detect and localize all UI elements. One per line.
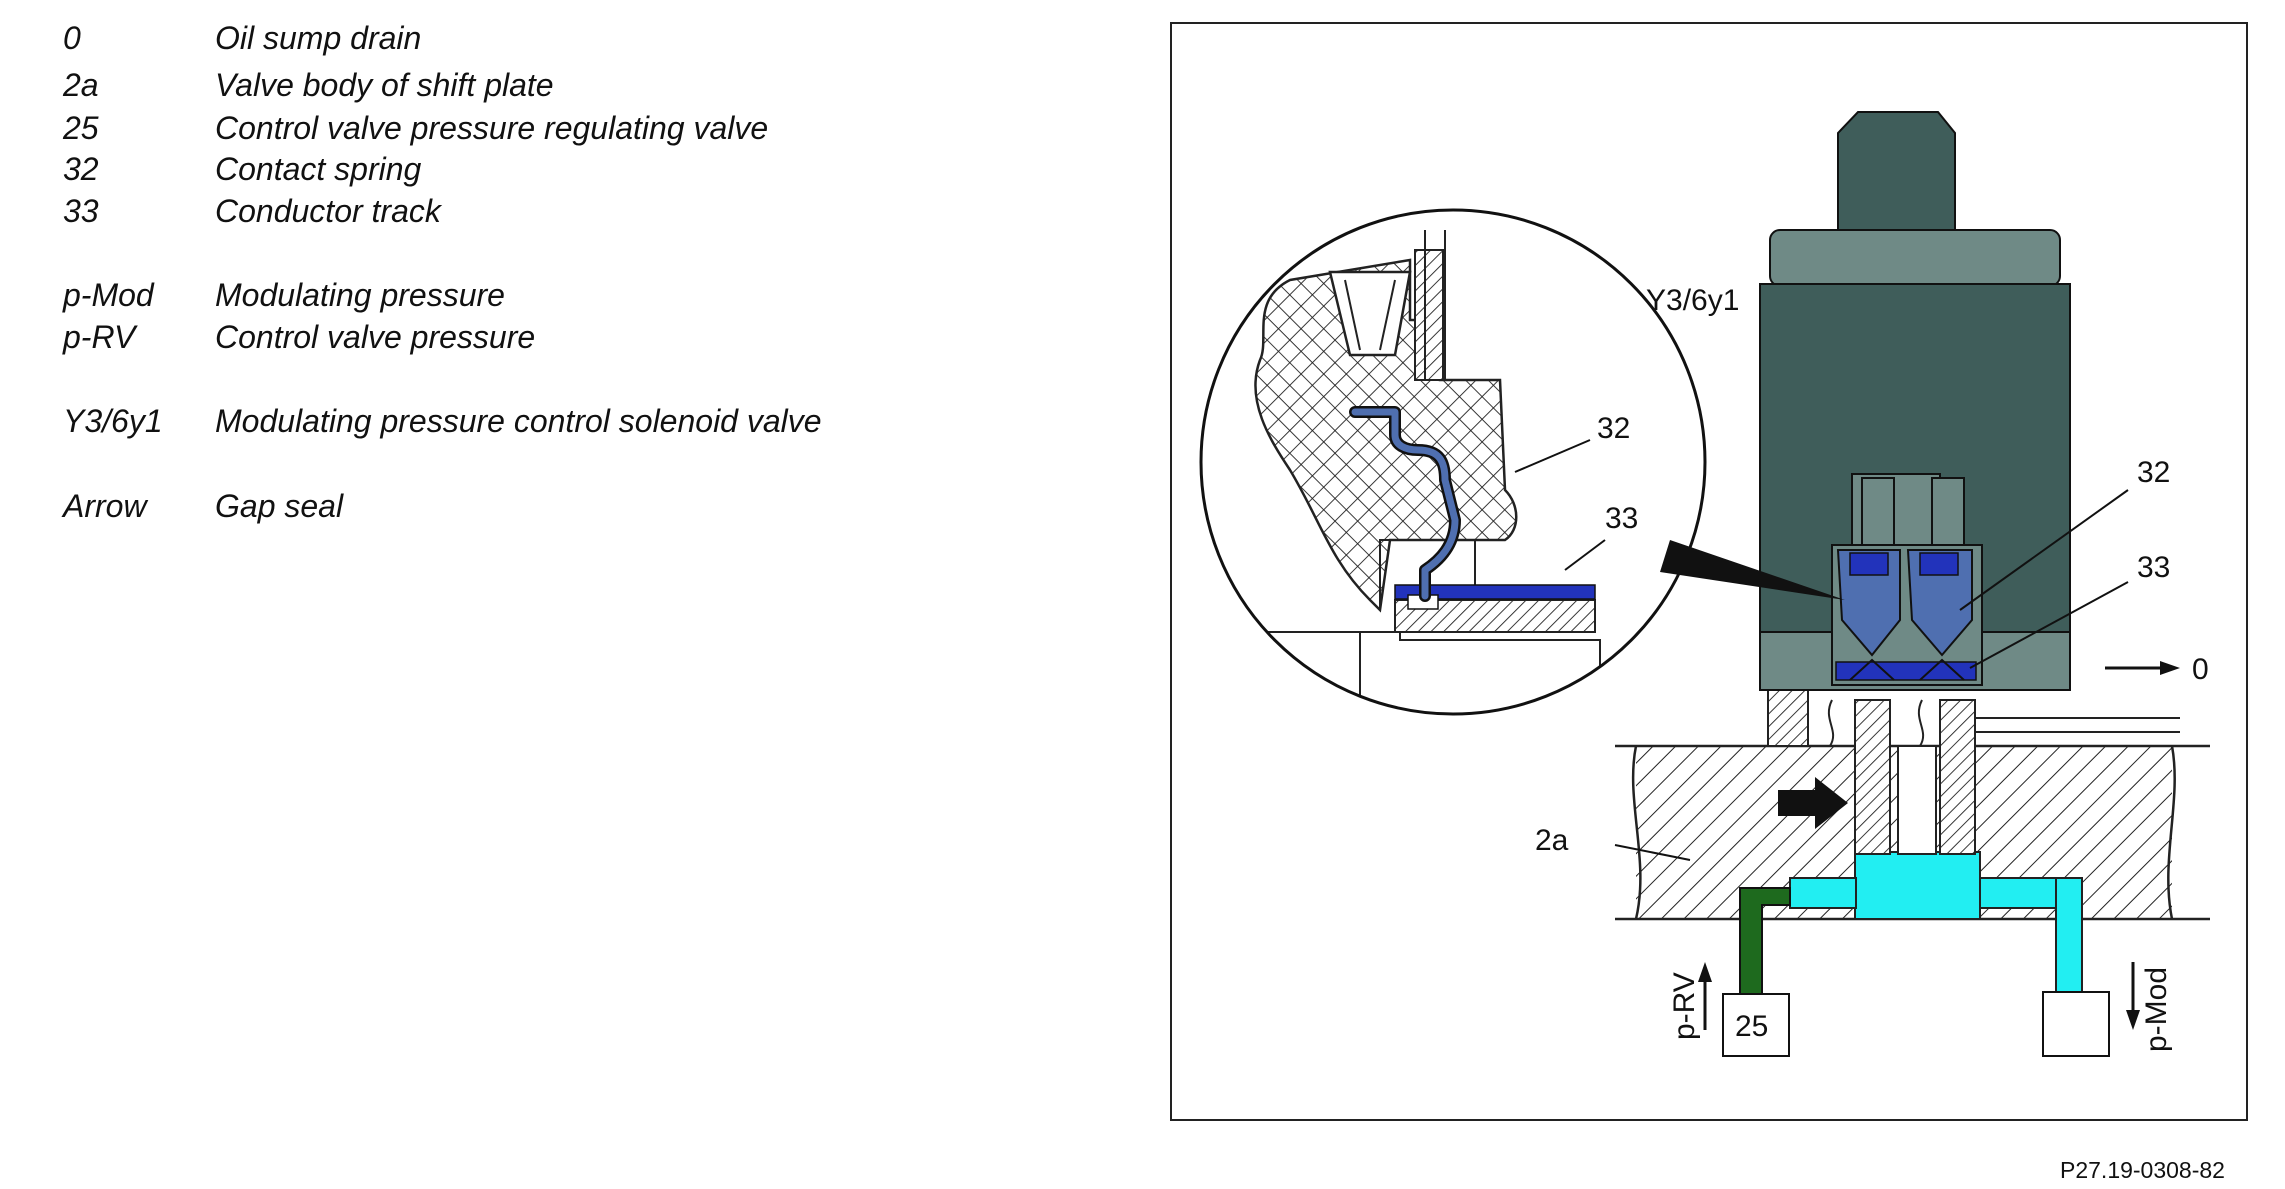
legend-desc-0: Oil sump drain bbox=[215, 20, 422, 56]
pressure-direction-arrows bbox=[1698, 962, 2140, 1030]
label-33-detail: 33 bbox=[1605, 502, 1638, 535]
solenoid-valve-y3-6y1 bbox=[1759, 111, 2071, 691]
leader-lines bbox=[1614, 489, 2129, 861]
reference-code: P27.19-0308-82 bbox=[2060, 1157, 2225, 1183]
legend-key-4: 33 bbox=[63, 193, 99, 229]
drain-arrow-icon bbox=[2105, 661, 2180, 675]
label-solenoid: Y3/6y1 bbox=[1646, 284, 1739, 317]
legend-desc-8: Gap seal bbox=[215, 488, 344, 524]
legend-key-5: p-Mod bbox=[63, 277, 154, 313]
legend-key-2: 25 bbox=[63, 110, 99, 146]
legend-key-0: 0 bbox=[63, 20, 81, 56]
gap-seal-arrow-icon bbox=[1778, 777, 1848, 829]
legend-desc-6: Control valve pressure bbox=[215, 319, 536, 355]
legend-desc-3: Contact spring bbox=[215, 151, 422, 187]
label-0: 0 bbox=[2192, 653, 2209, 686]
legend-desc-2: Control valve pressure regulating valve bbox=[215, 110, 769, 146]
legend-key-1: 2a bbox=[63, 67, 99, 103]
legend-desc-1: Valve body of shift plate bbox=[215, 67, 554, 103]
pressure-ports bbox=[1722, 991, 2110, 1057]
label-p-mod: p-Mod bbox=[2140, 967, 2173, 1052]
detail-view bbox=[1199, 208, 1845, 716]
legend-desc-4: Conductor track bbox=[215, 193, 441, 229]
label-p-rv: p-RV bbox=[1668, 972, 1701, 1040]
label-33: 33 bbox=[2137, 551, 2170, 584]
label-2a: 2a bbox=[1535, 824, 1569, 857]
label-32-detail: 32 bbox=[1597, 412, 1630, 445]
legend-key-8: Arrow bbox=[63, 488, 147, 524]
legend-key-3: 32 bbox=[63, 151, 99, 187]
modulating-pressure-channel bbox=[1789, 745, 2083, 1010]
legend-key-7: Y3/6y1 bbox=[63, 403, 163, 439]
legend-key-6: p-RV bbox=[63, 319, 136, 355]
legend: 0 Oil sump drain 2a Valve body of shift … bbox=[0, 0, 1100, 600]
label-25: 25 bbox=[1735, 1010, 1768, 1043]
control-pressure-channel bbox=[1739, 887, 1791, 995]
legend-desc-7: Modulating pressure control solenoid val… bbox=[215, 403, 822, 439]
solenoid-base-extensions bbox=[1767, 689, 2180, 855]
label-32: 32 bbox=[2137, 456, 2170, 489]
diagram-labels: Y3/6y1 32 33 32 33 0 2a 25 p-RV p-Mod bbox=[1535, 284, 2209, 1052]
legend-desc-5: Modulating pressure bbox=[215, 277, 505, 313]
